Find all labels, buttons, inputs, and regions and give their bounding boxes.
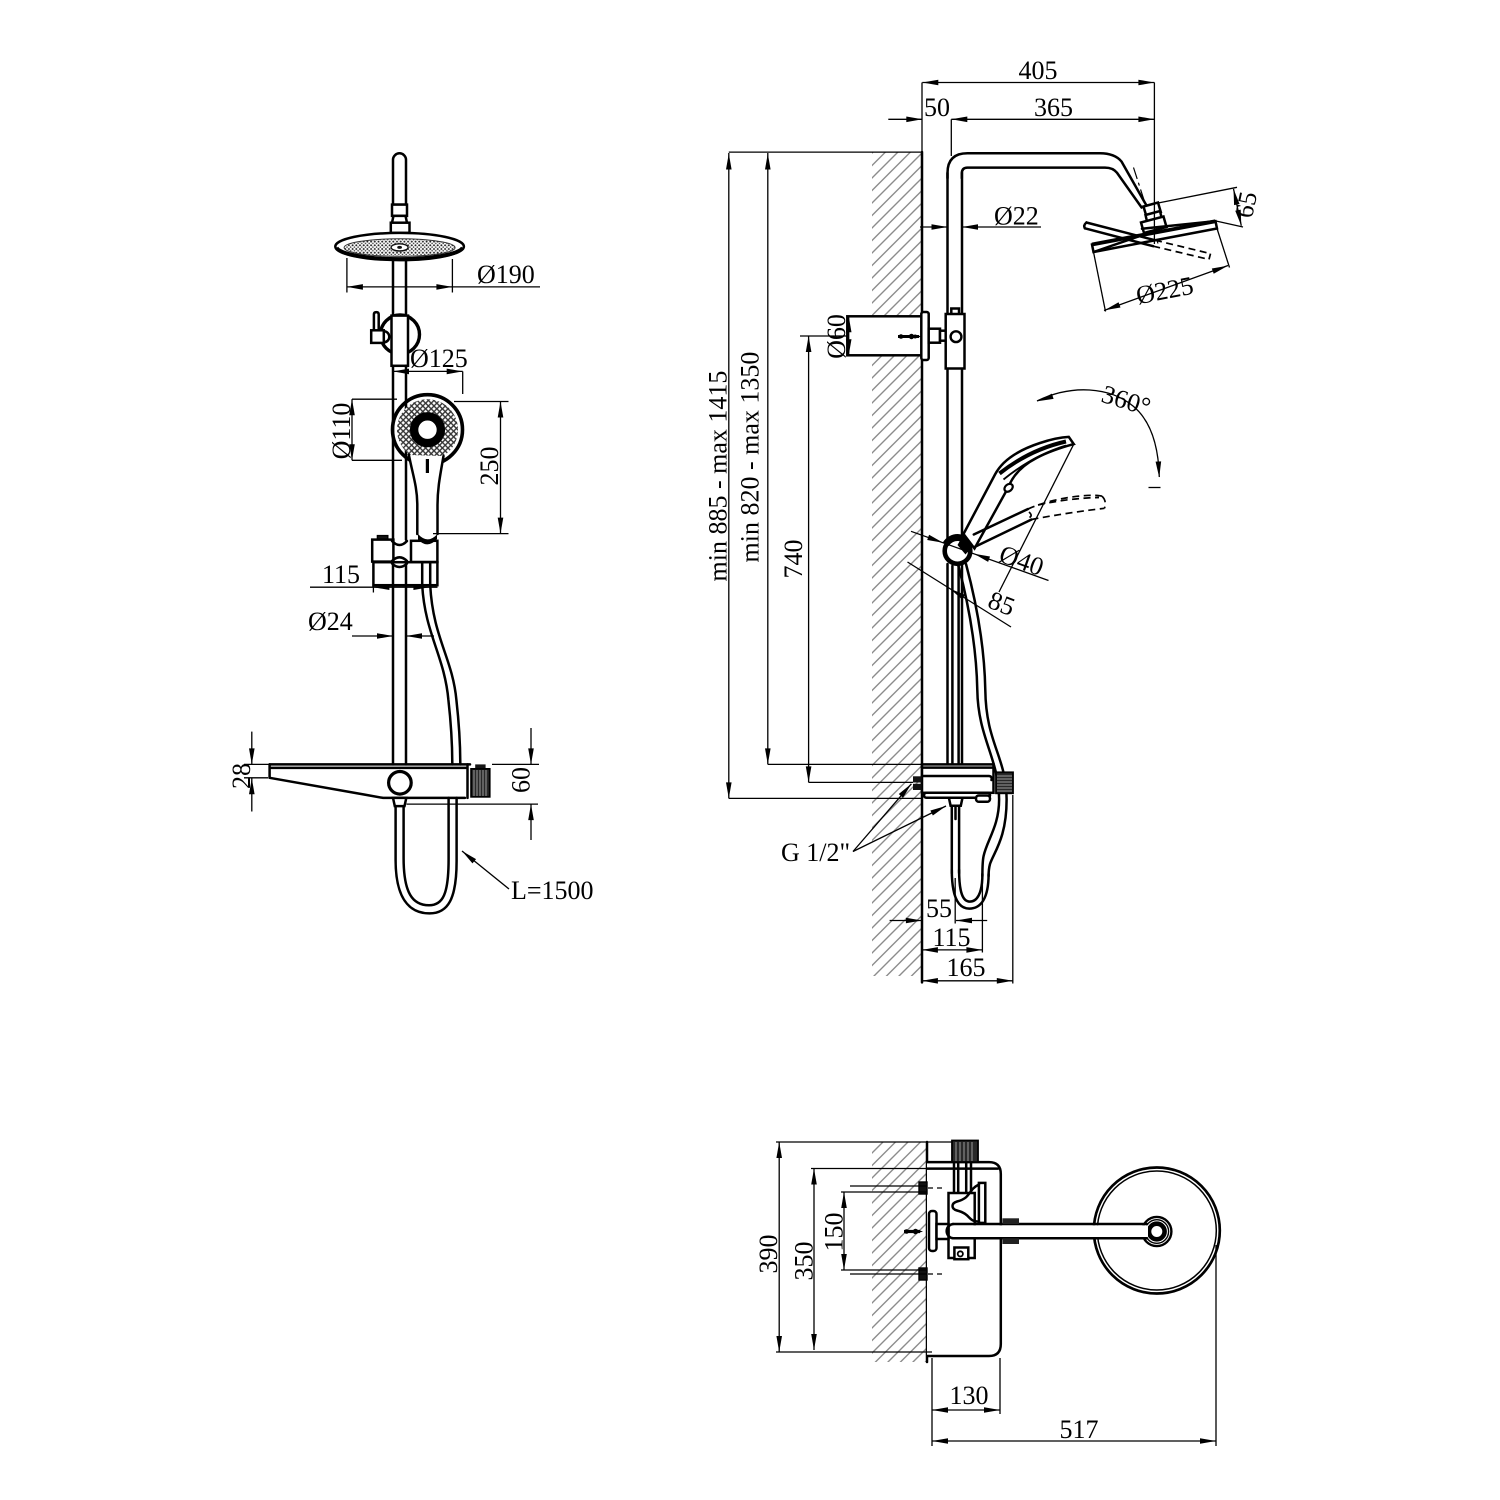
svg-text:Ø190: Ø190: [477, 260, 535, 289]
svg-text:65: 65: [1229, 189, 1263, 220]
svg-text:405: 405: [1019, 56, 1058, 85]
svg-text:Ø24: Ø24: [308, 607, 353, 636]
svg-text:365: 365: [1034, 93, 1073, 122]
svg-text:115: 115: [932, 923, 970, 952]
svg-text:55: 55: [926, 894, 952, 923]
svg-text:740: 740: [779, 540, 808, 579]
svg-text:150: 150: [820, 1213, 849, 1252]
svg-text:130: 130: [950, 1381, 989, 1410]
svg-text:60: 60: [507, 767, 536, 793]
svg-text:390: 390: [754, 1235, 783, 1274]
svg-text:Ø125: Ø125: [410, 344, 468, 373]
svg-text:Ø60: Ø60: [822, 314, 851, 359]
svg-text:517: 517: [1060, 1415, 1099, 1444]
svg-text:Ø110: Ø110: [327, 403, 356, 460]
svg-text:350: 350: [790, 1242, 819, 1281]
svg-text:min 885 - max 1415: min 885 - max 1415: [704, 371, 733, 582]
svg-text:165: 165: [947, 953, 986, 982]
svg-text:50: 50: [924, 93, 950, 122]
svg-text:Ø22: Ø22: [994, 202, 1039, 231]
svg-text:115: 115: [322, 560, 360, 589]
svg-text:G 1/2": G 1/2": [781, 838, 850, 867]
svg-text:min 820 - max 1350: min 820 - max 1350: [736, 352, 765, 563]
svg-text:L=1500: L=1500: [511, 876, 594, 905]
svg-text:28: 28: [227, 763, 256, 789]
svg-text:250: 250: [475, 447, 504, 486]
